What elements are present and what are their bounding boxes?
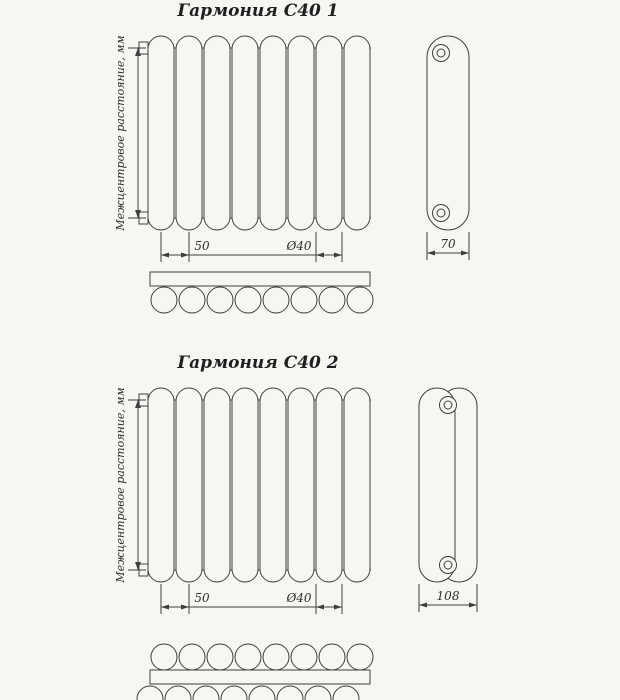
drawing-1-bottom-dimensions: 50 Ø40 <box>160 232 343 262</box>
tube-diameter-dimension: Ø40 <box>285 239 311 253</box>
tube-section <box>178 643 206 671</box>
tube-section <box>276 685 304 700</box>
tube <box>287 35 315 231</box>
tube <box>315 387 343 583</box>
arrowhead <box>316 604 324 610</box>
arrowhead-down <box>135 210 141 218</box>
tube <box>175 387 203 583</box>
tube-section <box>150 286 178 314</box>
arrowhead <box>419 602 427 608</box>
tube-section <box>164 685 192 700</box>
bottom-connection-inner <box>436 208 446 218</box>
arrowhead <box>469 602 477 608</box>
arrowhead <box>316 252 324 258</box>
top-connection-inner <box>443 400 453 410</box>
drawing-1-title: Гармония С40 1 <box>176 1 338 21</box>
axis-label: Межцентровое расстояние, мм <box>114 387 127 583</box>
depth-dimension: 108 <box>437 589 460 603</box>
tube-spacing-dimension: 50 <box>194 591 210 605</box>
tube <box>147 387 175 583</box>
tube <box>231 387 259 583</box>
arrowhead <box>334 252 342 258</box>
tube <box>259 35 287 231</box>
tube <box>343 35 371 231</box>
tube <box>231 35 259 231</box>
drawing-1: Гармония С40 1 Межцентровое расстояние, … <box>114 1 470 314</box>
tube <box>343 387 371 583</box>
tube <box>203 387 231 583</box>
tube <box>315 35 343 231</box>
tube-section <box>248 685 276 700</box>
tube-spacing-dimension: 50 <box>194 239 210 253</box>
tube <box>147 35 175 231</box>
tube-section <box>178 286 206 314</box>
arrowhead <box>334 604 342 610</box>
bottom-connection-inner <box>443 560 453 570</box>
front-column <box>418 387 456 583</box>
arrowhead <box>161 604 169 610</box>
tube <box>203 35 231 231</box>
tube-diameter-dimension: Ø40 <box>285 591 311 605</box>
arrowhead-up <box>135 400 141 408</box>
header-bar <box>149 271 371 287</box>
drawing-2-front-view <box>138 387 371 583</box>
tube-section <box>318 643 346 671</box>
tube-section <box>346 643 374 671</box>
tube <box>259 387 287 583</box>
header-bar <box>149 669 371 685</box>
tube-section <box>234 643 262 671</box>
drawing-2-bottom-dimensions: 50 Ø40 <box>160 584 343 614</box>
arrowhead <box>181 604 189 610</box>
tube-section <box>234 286 262 314</box>
arrowhead <box>461 250 469 256</box>
drawing-1-top-view <box>149 271 374 314</box>
tube-section <box>192 685 220 700</box>
drawing-2-top-view <box>136 643 374 700</box>
axis-label: Межцентровое расстояние, мм <box>114 35 127 231</box>
arrowhead <box>181 252 189 258</box>
tube-section <box>220 685 248 700</box>
tube-section <box>206 286 234 314</box>
tube <box>287 387 315 583</box>
arrowhead <box>427 250 435 256</box>
tube-section <box>318 286 346 314</box>
tube-section <box>290 643 318 671</box>
tube-section <box>304 685 332 700</box>
drawing-2-title: Гармония С40 2 <box>176 353 338 373</box>
drawing-1-front-view <box>138 35 371 231</box>
side-column <box>426 35 470 231</box>
top-connection-inner <box>436 48 446 58</box>
tube-section <box>136 685 164 700</box>
arrowhead <box>161 252 169 258</box>
arrowhead-down <box>135 562 141 570</box>
tube-section <box>262 643 290 671</box>
drawing-1-vertical-dimension: Межцентровое расстояние, мм <box>114 35 146 232</box>
tube-section <box>346 286 374 314</box>
tube-section <box>150 643 178 671</box>
tube-section <box>290 286 318 314</box>
drawing-2-vertical-dimension: Межцентровое расстояние, мм <box>114 387 146 584</box>
arrowhead-up <box>135 48 141 56</box>
tube-section <box>332 685 360 700</box>
drawing-1-side-view: 70 <box>426 35 470 260</box>
drawing-2-side-view: 108 <box>418 387 478 612</box>
tube-section <box>206 643 234 671</box>
tube <box>175 35 203 231</box>
depth-dimension: 70 <box>440 237 456 251</box>
tube-section <box>262 286 290 314</box>
drawing-2: Гармония С40 2 Межцентровое расстояние, … <box>114 353 478 700</box>
